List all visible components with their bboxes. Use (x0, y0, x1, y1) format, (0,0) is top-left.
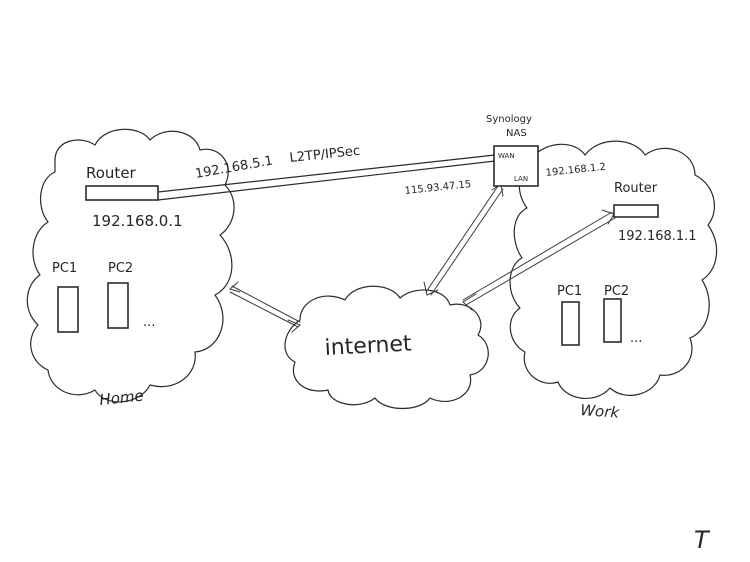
work-pc1-label: PC1 (557, 284, 582, 299)
nas-internet-line-a (425, 185, 499, 293)
internet-cloud (284, 285, 489, 409)
work-pc1-box (561, 301, 580, 346)
home-internet-line-a (231, 285, 301, 323)
work-caption: Work (580, 401, 621, 422)
work-pc2-box (603, 298, 622, 343)
nas-wan-port: WAN (498, 152, 515, 160)
nas-lan-ip: 192.168.1.2 (545, 162, 606, 179)
home-pc1-label: PC1 (52, 261, 77, 276)
nas-label-line1: Synology (486, 114, 532, 125)
home-internet-arrow-net-end (287, 319, 301, 333)
internet-label: internet (324, 331, 413, 361)
home-pc1-box (57, 286, 79, 333)
tunnel-line-upper (157, 154, 496, 193)
work-more: ... (630, 331, 642, 346)
work-router-label: Router (614, 181, 658, 196)
nas-internet-line-b (430, 188, 504, 296)
home-router-box (85, 185, 159, 201)
work-internet-line-b (465, 217, 616, 306)
work-router-ip: 192.168.1.1 (618, 229, 697, 244)
nas-internet-arrow-net-end (423, 281, 439, 296)
nas-box (493, 145, 539, 187)
home-pc2-box (107, 282, 129, 329)
nas-wan-ip: 115.93.47.15 (404, 179, 472, 197)
home-router-ip: 192.168.0.1 (92, 212, 183, 230)
work-internet-line-a (462, 211, 613, 301)
tunnel-line-lower (157, 160, 496, 201)
tunnel-protocol: L2TP/IPSec (289, 144, 361, 166)
signature-mark: T (694, 526, 711, 554)
work-cloud (509, 140, 718, 400)
tunnel-remote-ip: 192.168.5.1 (194, 154, 274, 182)
home-pc2-label: PC2 (108, 261, 133, 276)
home-internet-arrow-home-end (228, 281, 241, 293)
home-more: ... (143, 315, 155, 330)
nas-label-line2: NAS (506, 128, 527, 139)
home-internet-line-b (229, 291, 299, 328)
home-caption: Home (99, 386, 145, 409)
work-pc2-label: PC2 (604, 284, 629, 299)
home-router-label: Router (86, 164, 137, 182)
work-router-box (613, 204, 659, 218)
home-cloud (26, 128, 235, 403)
work-internet-arrow-net-end (462, 293, 477, 311)
nas-lan-port: LAN (514, 175, 528, 183)
